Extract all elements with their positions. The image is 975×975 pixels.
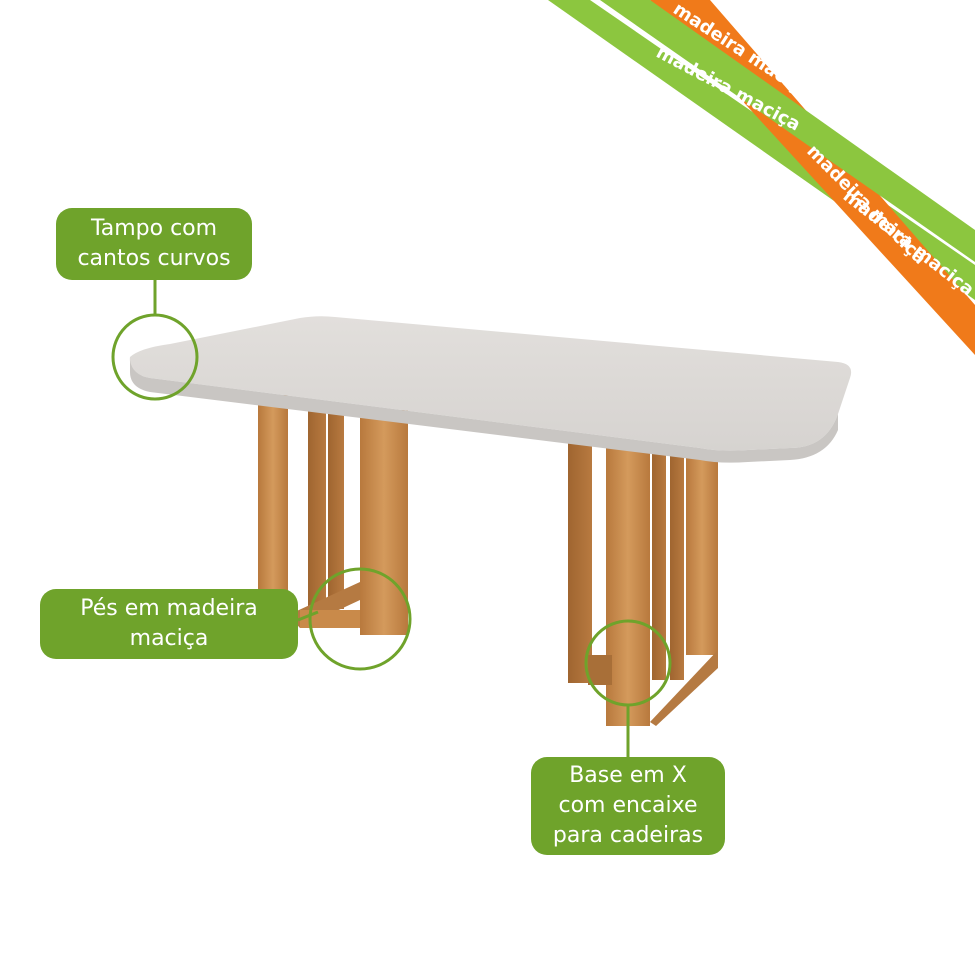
callout-top-line-2: cantos curvos <box>77 246 231 271</box>
left-leg-assembly <box>258 395 408 640</box>
right-leg-post-5 <box>686 455 718 655</box>
right-leg-post-4 <box>670 452 684 680</box>
highlight-circle-corner <box>111 313 199 401</box>
right-leg-post-3 <box>652 448 666 680</box>
ribbon-band <box>600 0 975 262</box>
table-top <box>129 316 852 463</box>
left-leg-post-2 <box>308 402 326 612</box>
left-leg-post-3 <box>328 404 344 609</box>
right-leg-post-2 <box>606 446 650 726</box>
left-leg-post-4 <box>360 410 408 635</box>
callout-top-line-1: Tampo com <box>90 216 218 241</box>
highlight-circle-base <box>584 619 672 707</box>
ribbon-green-lower <box>600 0 975 262</box>
highlight-circle-foot <box>308 567 412 671</box>
callout-bottom-line-3: para cadeiras <box>552 823 704 848</box>
callout-mid-line-2: maciça <box>129 626 209 651</box>
right-leg-foot <box>588 655 612 685</box>
connector-line-mid <box>297 610 319 622</box>
callout-legs: Pés em madeira maciça <box>40 589 298 659</box>
right-leg-post-1 <box>568 438 592 683</box>
callout-bottom-line-2: com encaixe <box>558 793 698 818</box>
table-top-surface <box>129 316 852 451</box>
callout-base: Base em X com encaixe para cadeiras <box>531 757 725 855</box>
table-top-edge <box>130 360 838 463</box>
callout-table-top: Tampo com cantos curvos <box>56 208 252 280</box>
right-leg-assembly <box>568 438 718 726</box>
callout-bottom-line-1: Base em X <box>569 763 687 788</box>
callout-mid-line-1: Pés em madeira <box>80 596 258 621</box>
right-leg-crossbar <box>650 650 718 726</box>
